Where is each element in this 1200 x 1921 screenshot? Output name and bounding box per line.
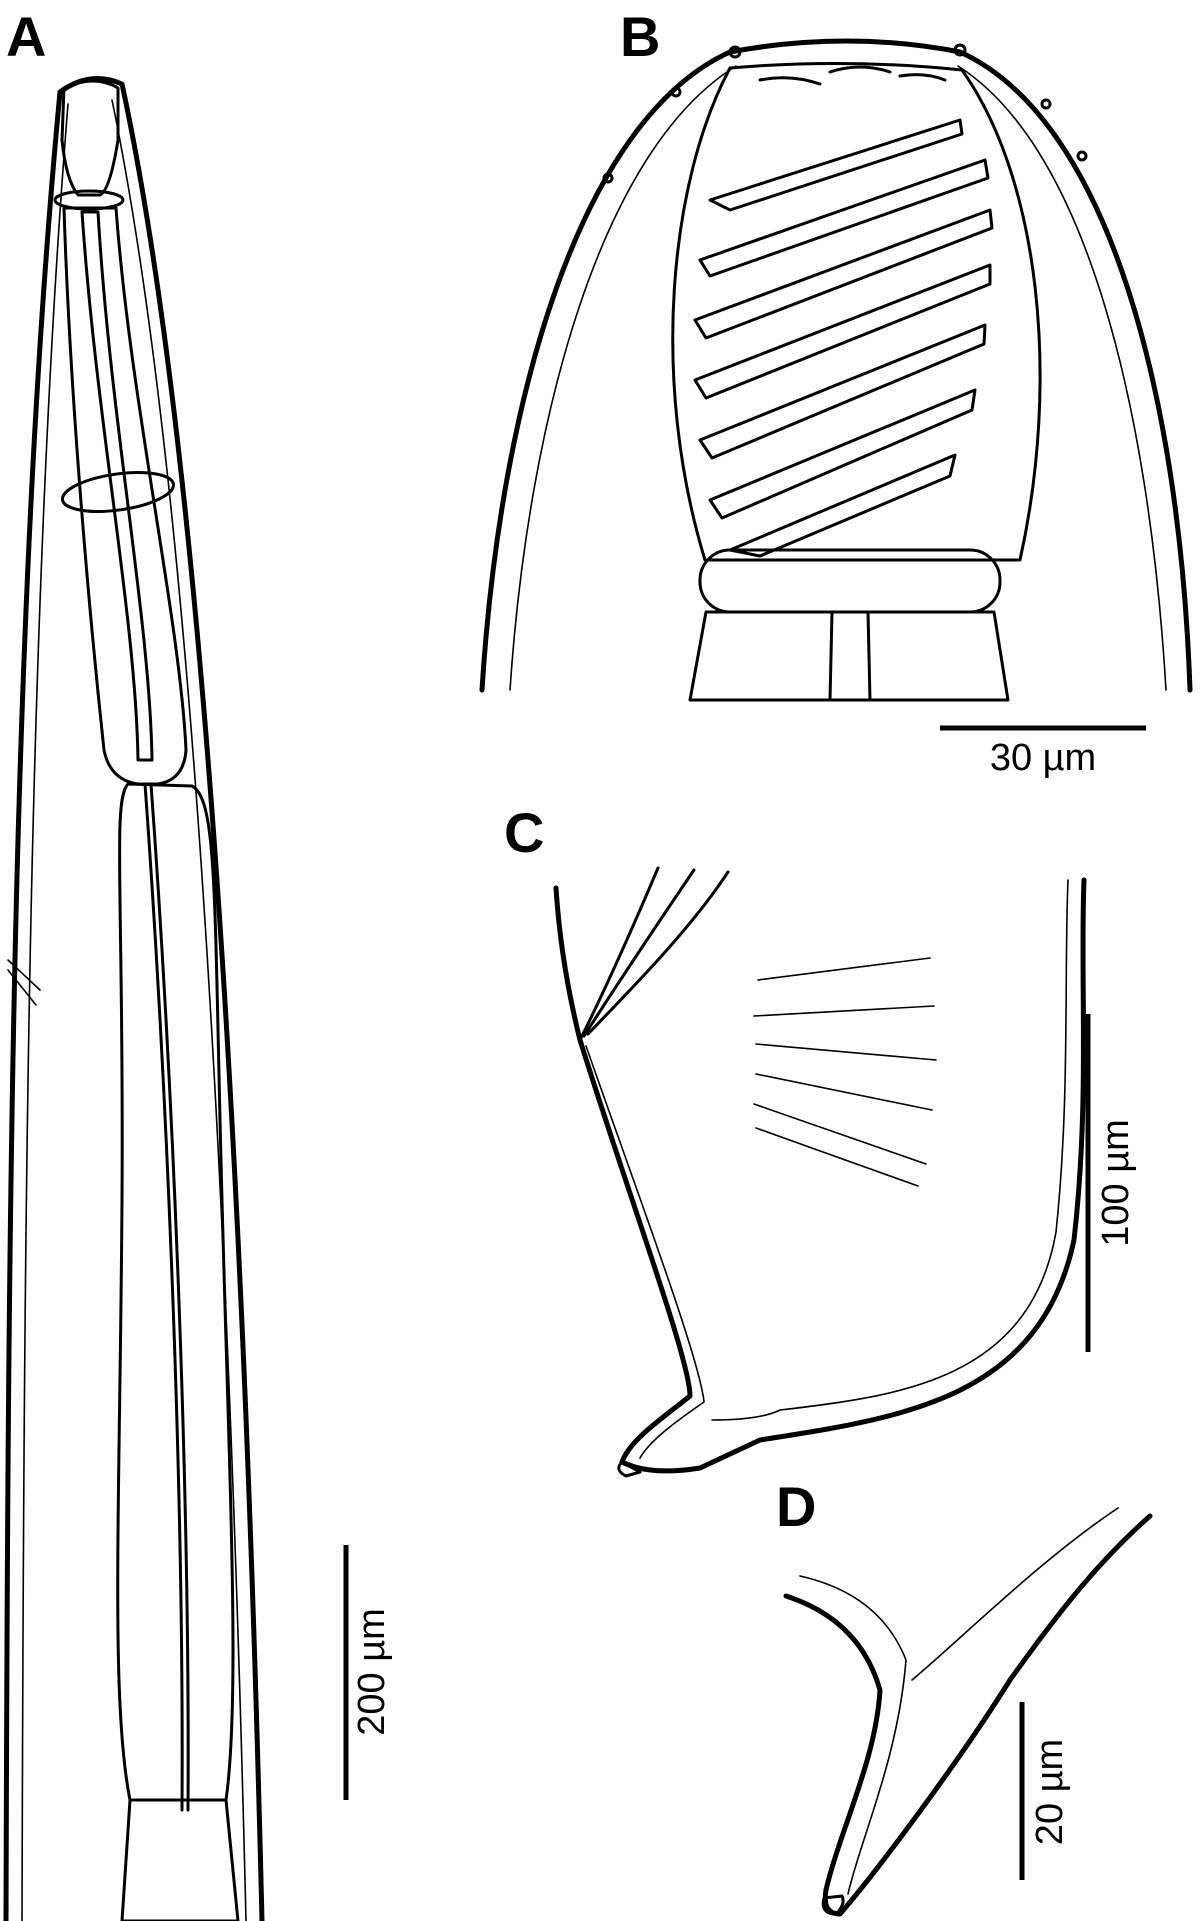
panel-c-fibres — [753, 957, 937, 1187]
panel-c-tail-tip — [617, 1460, 642, 1478]
panel-b-oesophagus-lumen — [828, 610, 872, 702]
panel-d-cuticle-inner — [799, 1507, 1119, 1895]
panel-a-muscular-oesophagus — [62, 206, 188, 786]
panel-c-cuticle-inner — [585, 879, 1069, 1459]
panel-a-glandular-oesophagus — [116, 782, 235, 1802]
panel-a-stoma — [60, 79, 120, 197]
panel-c-tail-outline — [553, 877, 1087, 1474]
panel-a-body-outline — [3, 76, 265, 1921]
panel-a-setae — [7, 959, 41, 1006]
panel-d-scale-text: 20 µm — [1029, 1739, 1071, 1845]
panel-a-scale-text: 200 µm — [351, 1608, 393, 1736]
panel-a-lumen-channel — [80, 210, 154, 762]
panel-b-cuticle-inner — [509, 65, 1167, 691]
panel-b-scale-text: 30 µm — [990, 737, 1096, 779]
panel-c: C 100 µm — [504, 801, 1137, 1478]
panel-d-tail-outline — [783, 1513, 1153, 1917]
panel-label-c: C — [504, 801, 544, 864]
panel-d-tail-tip — [821, 1894, 845, 1916]
panel-c-muscle-lines — [578, 866, 730, 1042]
panel-a: A 200 µm — [3, 5, 393, 1921]
panel-a-oesophagus-lumen — [143, 782, 190, 1812]
panel-b-oesophagus-start — [688, 610, 1010, 702]
panel-b-buccal-capsule — [671, 61, 1042, 562]
panel-a-intestine — [120, 1798, 240, 1921]
panel-label-d: D — [776, 1475, 816, 1538]
panel-label-a: A — [6, 5, 46, 68]
panel-label-b: B — [620, 5, 660, 68]
panel-b-head-outline — [479, 38, 1193, 693]
panel-a-nerve-ring — [60, 471, 176, 513]
panel-c-scale-text: 100 µm — [1095, 1119, 1137, 1247]
panel-a-cuticle-inner — [21, 99, 247, 1921]
panel-b: B 30 µm — [479, 5, 1193, 779]
panel-b-lips — [758, 65, 947, 86]
panel-b-oblique-ridges — [693, 118, 994, 558]
panel-b-papillae — [602, 43, 1088, 184]
panel-d: D 20 µm — [776, 1475, 1153, 1917]
